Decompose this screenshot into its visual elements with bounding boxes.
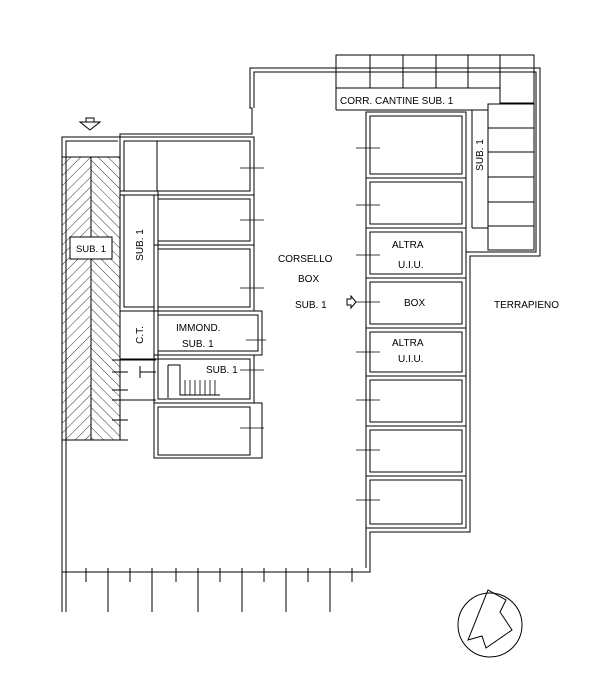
vertical-sub-label: SUB. 1 — [135, 229, 146, 261]
terrapieno-label: TERRAPIENO — [494, 300, 559, 311]
altra2-label-line2: U.I.U. — [398, 354, 424, 365]
altra2-label-line1: ALTRA — [392, 338, 424, 349]
box-label: BOX — [404, 298, 425, 309]
corsello-label-line3: SUB. 1 — [295, 300, 327, 311]
immond-label-line2: SUB. 1 — [182, 339, 214, 350]
cantine-sub-label: SUB. 1 — [475, 139, 486, 171]
corsello-label-line1: CORSELLO — [278, 254, 333, 265]
altra1-label-line2: U.I.U. — [398, 260, 424, 271]
entry-ramp: SUB. 1 — [61, 156, 121, 441]
middle-stalls: IMMOND. SUB. 1 SUB. 1 — [153, 167, 266, 459]
altra1-label-line1: ALTRA — [392, 240, 424, 251]
hatched-sub-label: SUB. 1 — [76, 244, 106, 255]
corr-cantine-label: CORR. CANTINE SUB. 1 — [340, 96, 454, 107]
outer-wall — [61, 67, 541, 612]
down-arrow-icon — [78, 117, 102, 131]
right-boxes: ALTRA U.I.U. BOX ALTRA U.I.U. — [356, 111, 467, 529]
bottom-entry — [61, 568, 353, 612]
immond-label-line1: IMMOND. — [176, 323, 220, 334]
cantine-block: CORR. CANTINE SUB. 1 SUB. 1 — [335, 54, 535, 251]
north-arrow-icon — [457, 589, 523, 658]
corsello-label-line2: BOX — [298, 274, 319, 285]
stairs — [167, 364, 220, 398]
ct-label: C.T. — [135, 326, 146, 344]
stairs-sub-label: SUB. 1 — [206, 365, 238, 376]
right-arrow-icon — [346, 294, 357, 310]
